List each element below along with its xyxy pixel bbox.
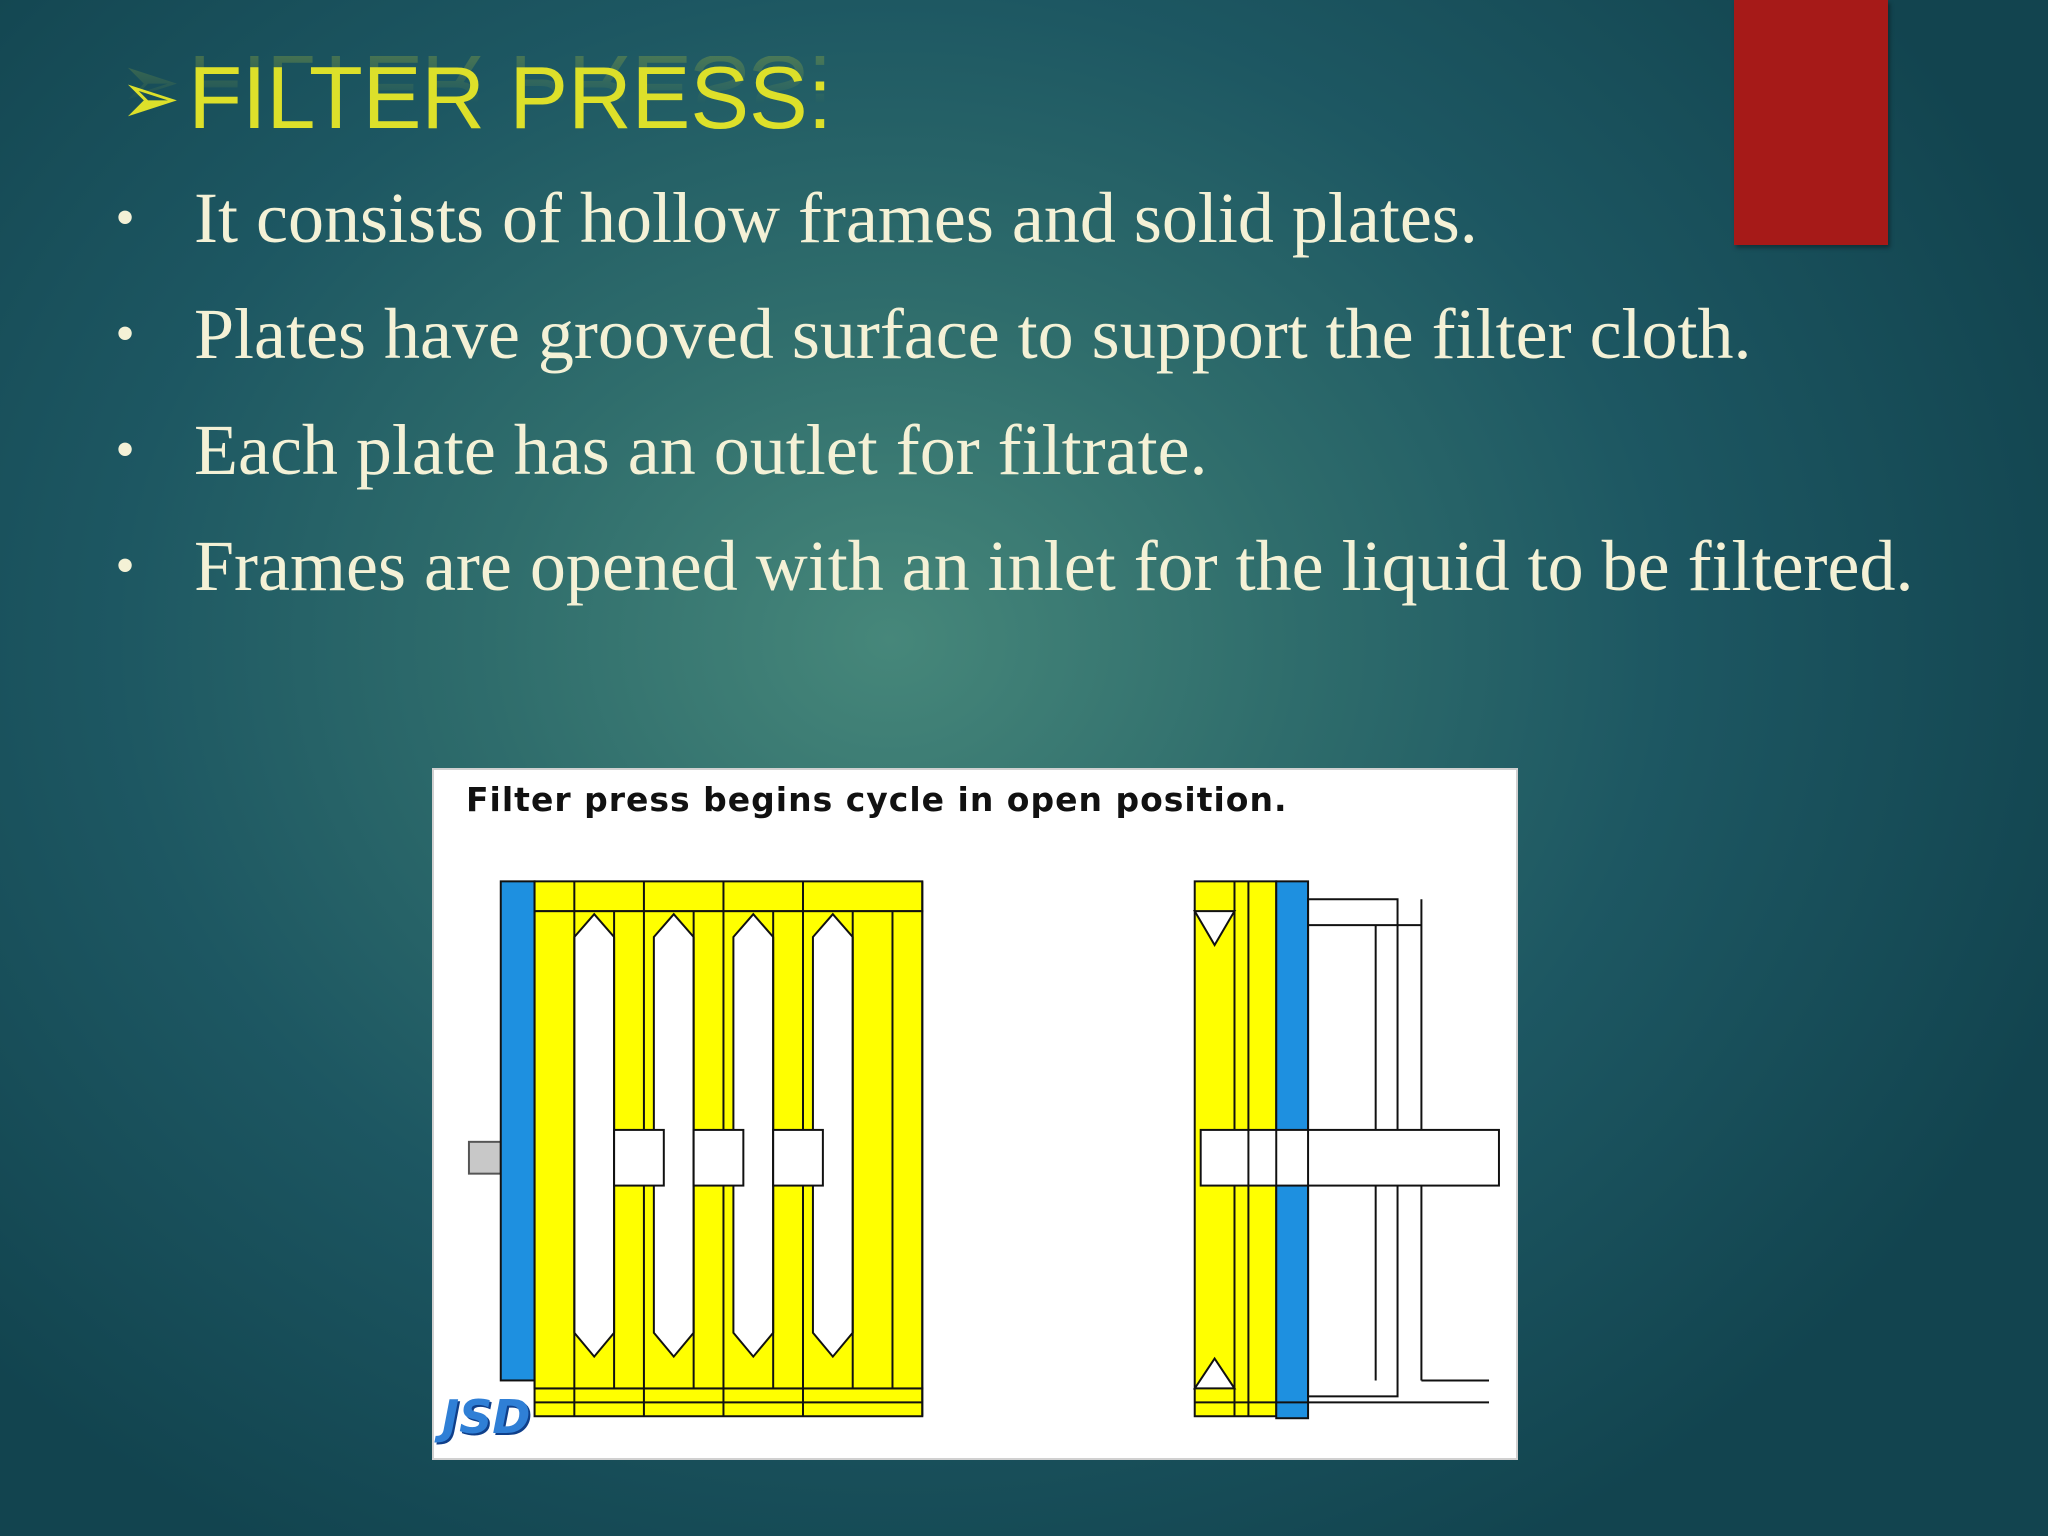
bullet-list: • It consists of hollow frames and solid… <box>110 172 1970 636</box>
diagram-caption: Filter press begins cycle in open positi… <box>466 780 1288 819</box>
bullet-item: • It consists of hollow frames and solid… <box>110 172 1970 264</box>
bullet-item: • Frames are opened with an inlet for th… <box>110 520 1970 612</box>
bullet-text: Plates have grooved surface to support t… <box>194 294 1752 374</box>
bullet-item: • Plates have grooved surface to support… <box>110 288 1970 380</box>
filter-press-diagram: Filter press begins cycle in open positi… <box>432 768 1518 1460</box>
slide-title: ➢ FILTER PRESS: <box>120 48 832 148</box>
bullet-dot-icon: • <box>115 187 135 249</box>
bullet-dot-icon: • <box>115 535 135 597</box>
bullet-item: • Each plate has an outlet for filtrate. <box>110 404 1970 496</box>
arrow-bullet-icon: ➢ <box>120 56 181 140</box>
filter-press-illustration <box>467 880 1500 1420</box>
bullet-text: It consists of hollow frames and solid p… <box>194 178 1478 258</box>
accent-tab <box>1734 0 1888 245</box>
bullet-dot-icon: • <box>115 419 135 481</box>
title-reflection: ➢ FILTER PRESS: <box>120 56 833 136</box>
slide-title-text: FILTER PRESS: <box>188 48 833 147</box>
bullet-text: Each plate has an outlet for filtrate. <box>194 410 1208 490</box>
bullet-text: Frames are opened with an inlet for the … <box>194 526 1914 606</box>
jsd-logo: JSD <box>442 1390 531 1444</box>
bullet-dot-icon: • <box>115 303 135 365</box>
